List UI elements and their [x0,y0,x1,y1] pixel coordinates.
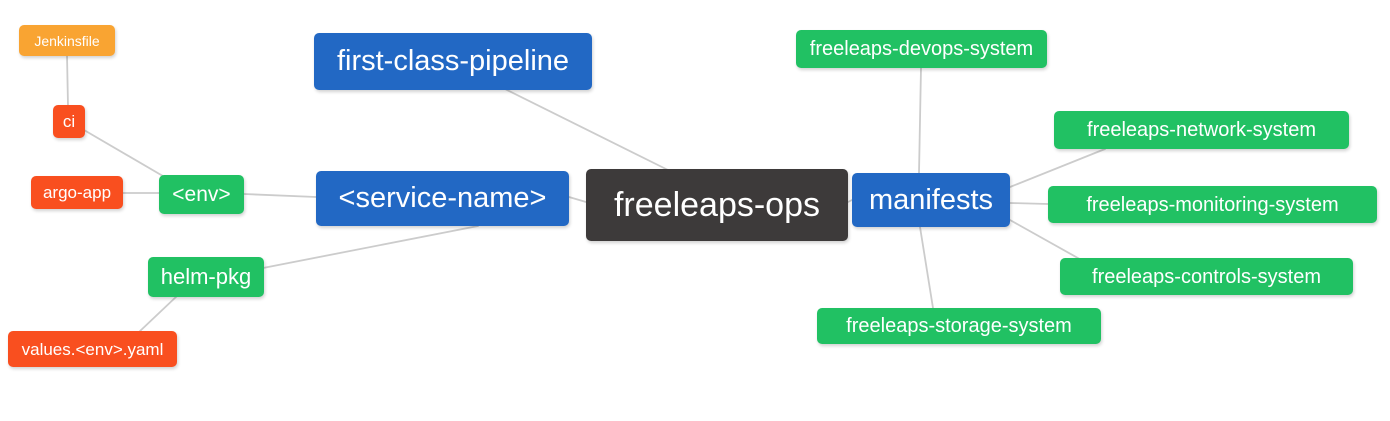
edge-ci-to-env [83,129,169,180]
node-manifests[interactable]: manifests [852,173,1010,227]
edge-jenkinsfile-to-ci [66,54,69,107]
edge-manifests-to-monitoring-system [1009,202,1049,205]
node-jenkinsfile[interactable]: Jenkinsfile [19,25,115,56]
edge-manifests-to-storage-system [919,226,934,309]
edge-manifests-to-controls-system [1009,219,1086,263]
edge-values-env-yaml-to-helm-pkg [138,295,178,333]
node-service-name[interactable]: <service-name> [316,171,569,226]
node-storage-system[interactable]: freeleaps-storage-system [817,308,1101,344]
node-first-class-pipeline[interactable]: first-class-pipeline [314,33,592,90]
node-ci[interactable]: ci [53,105,85,138]
node-env[interactable]: <env> [159,175,244,214]
node-monitoring-system[interactable]: freeleaps-monitoring-system [1048,186,1377,223]
node-values-env-yaml[interactable]: values.<env>.yaml [8,331,177,367]
edge-manifests-to-network-system [1009,148,1106,188]
node-devops-system[interactable]: freeleaps-devops-system [796,30,1047,68]
node-helm-pkg[interactable]: helm-pkg [148,257,264,297]
node-freeleaps-ops[interactable]: freeleaps-ops [586,169,848,241]
node-network-system[interactable]: freeleaps-network-system [1054,111,1349,149]
edge-env-to-service-name [243,193,317,198]
edge-first-class-pipeline-to-freeleaps-ops [504,88,669,171]
node-controls-system[interactable]: freeleaps-controls-system [1060,258,1353,295]
edge-manifests-to-devops-system [918,67,922,174]
edge-service-name-to-freeleaps-ops [568,196,587,203]
edge-helm-pkg-to-service-name [262,225,479,269]
node-argo-app[interactable]: argo-app [31,176,123,209]
